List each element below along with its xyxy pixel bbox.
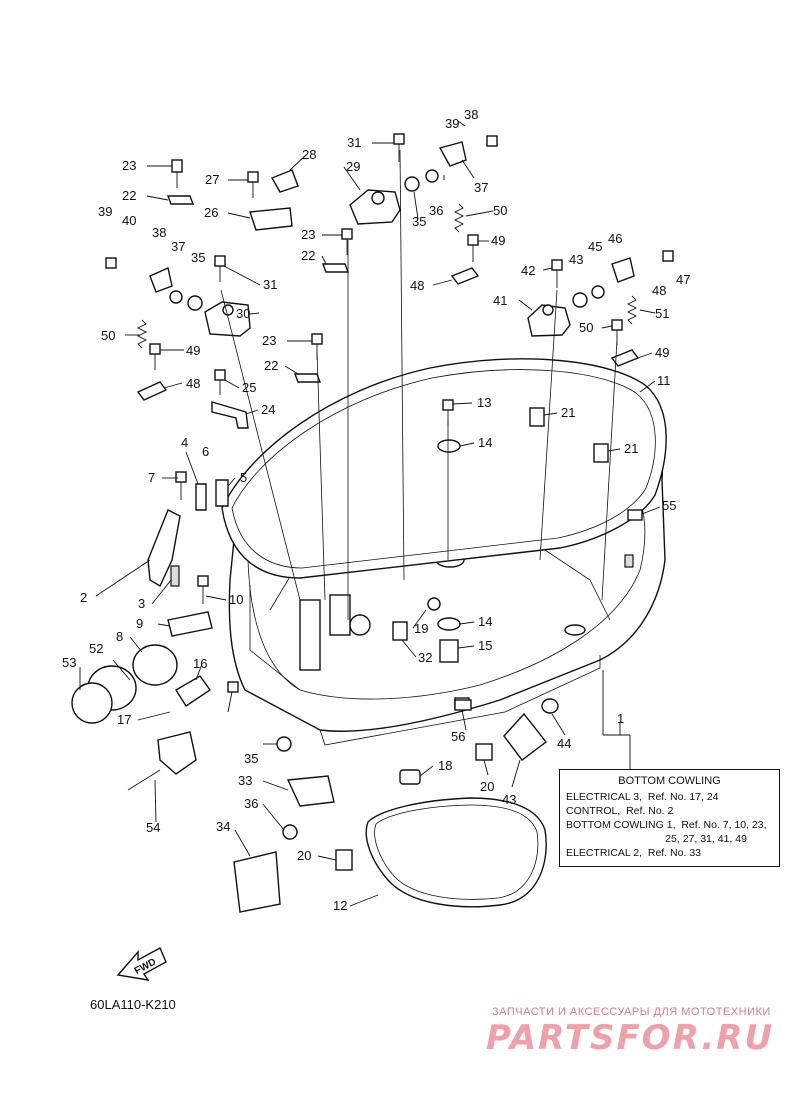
- callout: 22: [301, 248, 315, 263]
- callout: 37: [474, 180, 488, 195]
- callout: 41: [493, 293, 507, 308]
- small-parts: [71, 133, 674, 913]
- reference-box-title: BOTTOM COWLING: [618, 775, 721, 787]
- callout: 18: [438, 758, 452, 773]
- callout: 26: [204, 205, 218, 220]
- callout: 42: [521, 263, 535, 278]
- callout: 1: [617, 711, 624, 726]
- callout: 35: [412, 214, 426, 229]
- callout: 52: [89, 641, 103, 656]
- callout: 39: [445, 116, 459, 131]
- watermark-logo: PARTSFOR.RU: [486, 1018, 775, 1058]
- leader-lines: [79, 120, 661, 907]
- callout: 8: [116, 629, 123, 644]
- callout: 49: [655, 345, 669, 360]
- callout: 24: [261, 402, 275, 417]
- callout: 43: [569, 252, 583, 267]
- callout: 19: [414, 621, 428, 636]
- callout: 45: [588, 239, 602, 254]
- callout: 20: [297, 848, 311, 863]
- callout: 29: [346, 159, 360, 174]
- callout: 35: [244, 751, 258, 766]
- callout: 16: [193, 656, 207, 671]
- reference-row: ELECTRICAL 3, Ref. No. 17, 24: [566, 791, 719, 803]
- callout: 27: [205, 172, 219, 187]
- callout-numbers: 1 2 3 4 5 6 7 8 9 10 11 12 13 14 14 15 1…: [62, 107, 690, 913]
- callout: 47: [676, 272, 690, 287]
- callout: 17: [117, 712, 131, 727]
- reference-box: BOTTOM COWLING ELECTRICAL 3, Ref. No. 17…: [559, 769, 780, 867]
- callout: 5: [240, 470, 247, 485]
- callout: 2: [80, 590, 87, 605]
- callout: 48: [652, 283, 666, 298]
- reference-row: BOTTOM COWLING 1, Ref. No. 7, 10, 23,: [566, 819, 767, 831]
- callout: 12: [333, 898, 347, 913]
- callout: 23: [262, 333, 276, 348]
- callout: 31: [347, 135, 361, 150]
- callout: 36: [429, 203, 443, 218]
- callout: 50: [579, 320, 593, 335]
- callout: 23: [122, 158, 136, 173]
- callout: 33: [238, 773, 252, 788]
- callout: 43: [502, 792, 516, 807]
- callout: 56: [451, 729, 465, 744]
- reference-row: CONTROL, Ref. No. 2: [566, 805, 674, 817]
- reference-row: ELECTRICAL 2, Ref. No. 33: [566, 847, 701, 859]
- callout: 22: [122, 188, 136, 203]
- callout: 3: [138, 596, 145, 611]
- callout: 38: [464, 107, 478, 122]
- callout: 44: [557, 736, 571, 751]
- callout: 48: [186, 376, 200, 391]
- callout: 28: [302, 147, 316, 162]
- callout: 14: [478, 435, 492, 450]
- callout: 6: [202, 444, 209, 459]
- callout: 54: [146, 820, 160, 835]
- callout: 30: [236, 306, 250, 321]
- callout: 35: [191, 250, 205, 265]
- fwd-arrow-icon: FWD: [116, 947, 167, 981]
- callout: 15: [478, 638, 492, 653]
- callout: 36: [244, 796, 258, 811]
- watermark-tagline: ЗАПЧАСТИ И АКСЕССУАРЫ ДЛЯ МОТОТЕХНИКИ: [492, 1006, 771, 1018]
- callout: 50: [493, 203, 507, 218]
- callout: 39: [98, 204, 112, 219]
- callout: 10: [229, 592, 243, 607]
- callout: 9: [136, 616, 143, 631]
- callout: 53: [62, 655, 76, 670]
- callout: 49: [491, 233, 505, 248]
- callout: 34: [216, 819, 230, 834]
- drawing-code: 60LA110-K210: [90, 997, 176, 1012]
- callout: 25: [242, 380, 256, 395]
- callout: 23: [301, 227, 315, 242]
- callout: 21: [561, 405, 575, 420]
- callout: 31: [263, 277, 277, 292]
- reference-row: 25, 27, 31, 41, 49: [566, 833, 747, 845]
- callout: 11: [657, 373, 671, 388]
- callout: 48: [410, 278, 424, 293]
- callout: 21: [624, 441, 638, 456]
- callout: 13: [477, 395, 491, 410]
- callout: 38: [152, 225, 166, 240]
- callout: 49: [186, 343, 200, 358]
- callout: 40: [122, 213, 136, 228]
- callout: 4: [181, 435, 188, 450]
- callout: 32: [418, 650, 432, 665]
- callout: 20: [480, 779, 494, 794]
- callout: 46: [608, 231, 622, 246]
- callout: 14: [478, 614, 492, 629]
- callout: 37: [171, 239, 185, 254]
- callout: 22: [264, 358, 278, 373]
- seal-rubber-bottom: [365, 797, 547, 908]
- callout: 7: [148, 470, 155, 485]
- callout: 50: [101, 328, 115, 343]
- callout: 51: [655, 306, 669, 321]
- callout: 55: [662, 498, 676, 513]
